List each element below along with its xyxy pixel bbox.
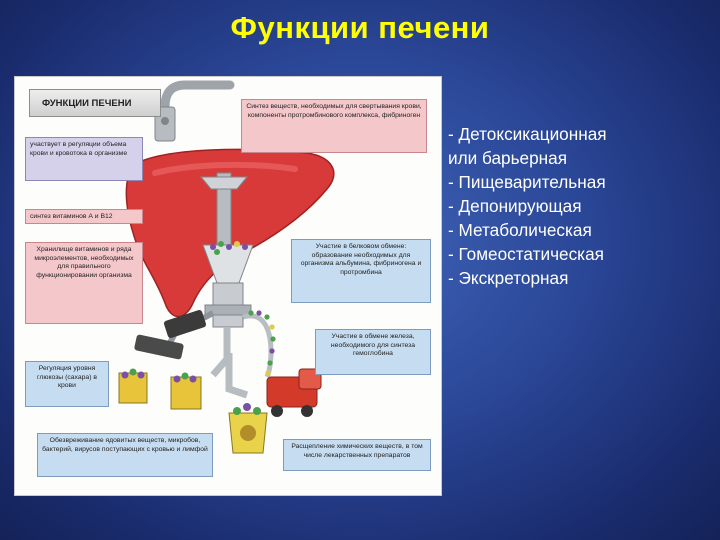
- label-storage: Хранилище витаминов и ряда микроэлементо…: [25, 242, 143, 324]
- function-item: - Депонирующая: [448, 196, 582, 216]
- label-protein: Участие в белковом обмене: образование н…: [291, 239, 431, 303]
- label-iron: Участие в обмене железа, необходимого дл…: [315, 329, 431, 375]
- functions-list: - Детоксикационная или барьерная - Пищев…: [448, 122, 708, 290]
- function-item: - Гомеостатическая: [448, 244, 604, 264]
- liver-functions-illustration: ФУНКЦИИ ПЕЧЕНИ участвует в регуляции объ…: [14, 76, 442, 496]
- function-item: или барьерная: [448, 148, 568, 168]
- label-glucose: Регуляция уровня глюкозы (сахара) в кров…: [25, 361, 109, 407]
- label-vitamin-synthesis: синтез витаминов А и В12: [25, 209, 143, 224]
- function-item: - Пищеварительная: [448, 172, 606, 192]
- label-chemicals: Расщепление химических веществ, в том чи…: [283, 439, 431, 471]
- function-item: - Метаболическая: [448, 220, 592, 240]
- label-detox: Обезвреживание ядовитых веществ, микробо…: [37, 433, 213, 477]
- panel-header: ФУНКЦИИ ПЕЧЕНИ: [29, 89, 161, 117]
- label-coagulation: Синтез веществ, необходимых для свертыва…: [241, 99, 427, 153]
- slide-title: Функции печени: [230, 10, 490, 45]
- function-item: - Экскреторная: [448, 268, 569, 288]
- liver-illustration: [118, 80, 335, 454]
- label-blood-regulation: участвует в регуляции объема крови и кро…: [25, 137, 143, 181]
- function-item: - Детоксикационная: [448, 124, 607, 144]
